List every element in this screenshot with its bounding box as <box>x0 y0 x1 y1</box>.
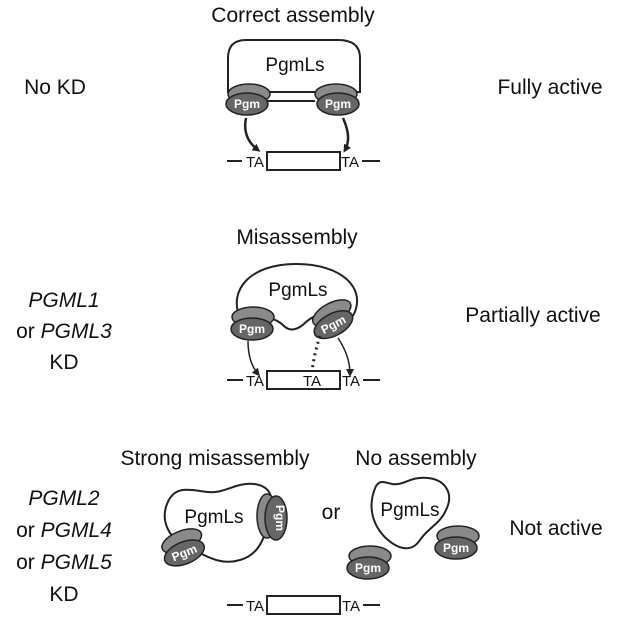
pgm-protein-vertical: Pgm <box>256 493 288 541</box>
pgm-protein-right: Pgm <box>314 83 360 116</box>
pgm-label: Pgm <box>355 561 381 575</box>
condition-kd: KD <box>49 583 78 606</box>
pgmls-complex-outline <box>227 39 361 93</box>
condition-line-2: or PGML4 <box>16 519 112 542</box>
condition-gene-pgml1: PGML1 <box>28 289 99 312</box>
condition-gene-pgml5: PGML5 <box>41 551 113 574</box>
connector-or: or <box>16 519 35 542</box>
activity-not-active: Not active <box>509 517 602 540</box>
pgm-label: Pgm <box>325 97 351 111</box>
ta-right: TA <box>342 598 360 615</box>
pgm-protein-right: Pgm <box>311 299 354 340</box>
ta-left: TA <box>246 598 264 615</box>
pgm-label: Pgm <box>239 322 265 336</box>
panel-correct-assembly: Correct assembly No KD Fully active PgmL… <box>24 4 603 171</box>
activity-fully-active: Fully active <box>497 76 602 99</box>
pgm-label: Pgm <box>234 97 260 111</box>
dna-substrate: TA TA <box>227 595 380 615</box>
panel-misassembly: Misassembly PGML1 or PGML3 KD Partially … <box>16 226 601 390</box>
condition-kd: KD <box>49 351 78 374</box>
panel-strong-misassembly: Strong misassembly No assembly PGML2 or … <box>16 447 603 615</box>
cleavage-arrow-left <box>244 117 261 152</box>
dna-substrate: TA TA TA <box>227 370 380 390</box>
panel-title-misassembly: Misassembly <box>236 226 358 249</box>
cleavage-arrow-left <box>247 340 260 377</box>
pgm-label: Pgm <box>273 505 287 531</box>
ta-left: TA <box>246 373 264 390</box>
connector-or: or <box>16 551 35 574</box>
connector-or: or <box>16 320 35 343</box>
pgm-protein-left: Pgm <box>225 83 271 116</box>
pgmls-label-strong: PgmLs <box>184 507 243 528</box>
pgm-protein-free-right: Pgm <box>434 525 480 560</box>
condition-line-2: or PGML3 <box>16 320 112 343</box>
activity-partially-active: Partially active <box>465 304 600 327</box>
panel-title-no-assembly: No assembly <box>355 447 477 470</box>
ta-right: TA <box>341 154 359 171</box>
ta-right: TA <box>342 373 360 390</box>
pgm-protein-free-left: Pgm <box>346 545 392 580</box>
dna-substrate: TA TA <box>227 151 380 171</box>
or-separator: or <box>322 501 341 524</box>
ta-middle: TA <box>303 373 321 390</box>
condition-gene-pgml4: PGML4 <box>41 519 112 542</box>
cleavage-arrow-right <box>337 337 354 377</box>
condition-no-kd: No KD <box>24 76 86 99</box>
ta-left: TA <box>246 154 264 171</box>
pgmls-label: PgmLs <box>268 280 327 301</box>
panel-title-strong-misassembly: Strong misassembly <box>120 447 310 470</box>
condition-line-3: or PGML5 <box>16 551 112 574</box>
condition-gene-pgml3: PGML3 <box>41 320 113 343</box>
ies-box <box>266 151 341 171</box>
panel-title-correct: Correct assembly <box>211 4 375 27</box>
ies-box <box>266 370 341 390</box>
ies-box <box>266 595 341 615</box>
pgmls-label-free: PgmLs <box>380 500 439 521</box>
cleavage-arrow-middle-dotted <box>310 335 322 373</box>
pgmls-label: PgmLs <box>265 55 324 76</box>
cleavage-arrow-right <box>341 117 351 153</box>
pgm-protein-tilted: Pgm <box>161 528 206 567</box>
pgm-protein-left: Pgm <box>230 306 275 341</box>
condition-gene-pgml2: PGML2 <box>28 487 100 510</box>
pgm-label: Pgm <box>443 541 469 555</box>
pgmls-complex-outline-free <box>370 476 451 550</box>
